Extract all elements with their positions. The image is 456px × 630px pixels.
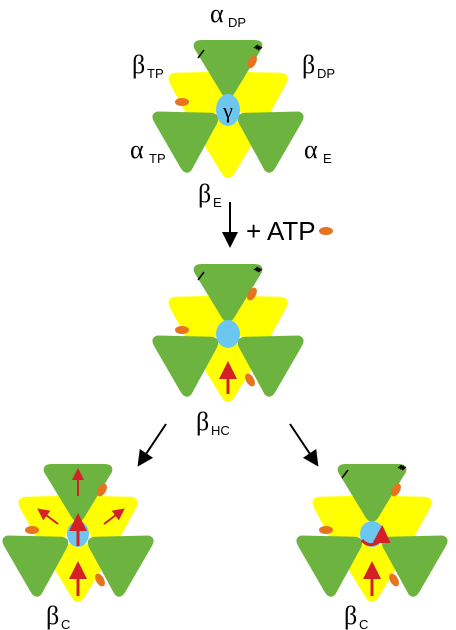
nucleotide-tl bbox=[25, 526, 39, 534]
label-alpha-tp: α TP bbox=[130, 135, 166, 166]
nucleotide-bottom bbox=[95, 573, 105, 587]
svg-text:β: β bbox=[344, 601, 357, 630]
nucleotide-tr bbox=[391, 483, 401, 497]
svg-text:C: C bbox=[61, 617, 70, 630]
svg-text:DP: DP bbox=[228, 15, 246, 30]
red-arrow-right bbox=[103, 508, 125, 525]
nucleotide-tl bbox=[175, 326, 189, 334]
bond-spring-right bbox=[253, 44, 263, 51]
nucleotide-bottom bbox=[245, 373, 255, 387]
svg-text:TP: TP bbox=[149, 151, 166, 166]
gamma-label: γ bbox=[222, 98, 233, 123]
complex-middle bbox=[150, 264, 306, 402]
complex-bottom-right bbox=[294, 464, 450, 602]
atp-label: + ATP bbox=[246, 216, 316, 246]
label-beta-c-right: β C bbox=[344, 601, 368, 630]
svg-text:HC: HC bbox=[211, 423, 230, 438]
bond-spring-right bbox=[253, 266, 263, 273]
nucleotide-bottom bbox=[389, 573, 399, 587]
label-beta-dp: β DP bbox=[302, 50, 335, 81]
label-alpha-dp: α DP bbox=[210, 0, 246, 30]
svg-text:β: β bbox=[46, 601, 59, 630]
svg-text:TP: TP bbox=[147, 66, 164, 81]
label-beta-e: β E bbox=[198, 179, 222, 210]
branch-arrow-right bbox=[289, 423, 319, 467]
svg-text:β: β bbox=[302, 50, 315, 79]
svg-text:β: β bbox=[132, 50, 145, 79]
bond-line-left bbox=[197, 49, 205, 59]
complex-bottom-left bbox=[0, 464, 156, 602]
atp-molecule bbox=[319, 227, 333, 235]
svg-text:α: α bbox=[210, 0, 224, 28]
label-beta-hc: β HC bbox=[196, 407, 230, 438]
bond-spring-right bbox=[397, 464, 407, 471]
svg-text:E: E bbox=[323, 151, 332, 166]
svg-text:E: E bbox=[213, 195, 222, 210]
gamma-subunit bbox=[216, 94, 240, 126]
nucleotide-tl bbox=[319, 526, 333, 534]
label-alpha-e: α E bbox=[304, 135, 332, 166]
bond-line-left bbox=[341, 469, 349, 479]
nucleotide-tp bbox=[175, 98, 189, 106]
bond-line-left bbox=[197, 271, 205, 281]
nucleotide-tr bbox=[97, 483, 107, 497]
branch-arrow-left bbox=[137, 423, 167, 467]
label-beta-tp: β TP bbox=[132, 50, 164, 81]
label-beta-c-left: β C bbox=[46, 601, 70, 630]
red-arrow-left bbox=[37, 508, 59, 525]
svg-text:α: α bbox=[130, 135, 144, 164]
gamma-subunit bbox=[216, 320, 240, 348]
nucleotide-tr bbox=[247, 287, 257, 301]
complex-top bbox=[150, 40, 306, 178]
red-rotation-arrow bbox=[360, 525, 391, 547]
svg-text:DP: DP bbox=[317, 66, 335, 81]
svg-text:C: C bbox=[359, 617, 368, 630]
svg-text:β: β bbox=[196, 407, 209, 436]
svg-text:α: α bbox=[304, 135, 318, 164]
svg-text:β: β bbox=[198, 179, 211, 208]
nucleotide-dp bbox=[247, 55, 257, 69]
